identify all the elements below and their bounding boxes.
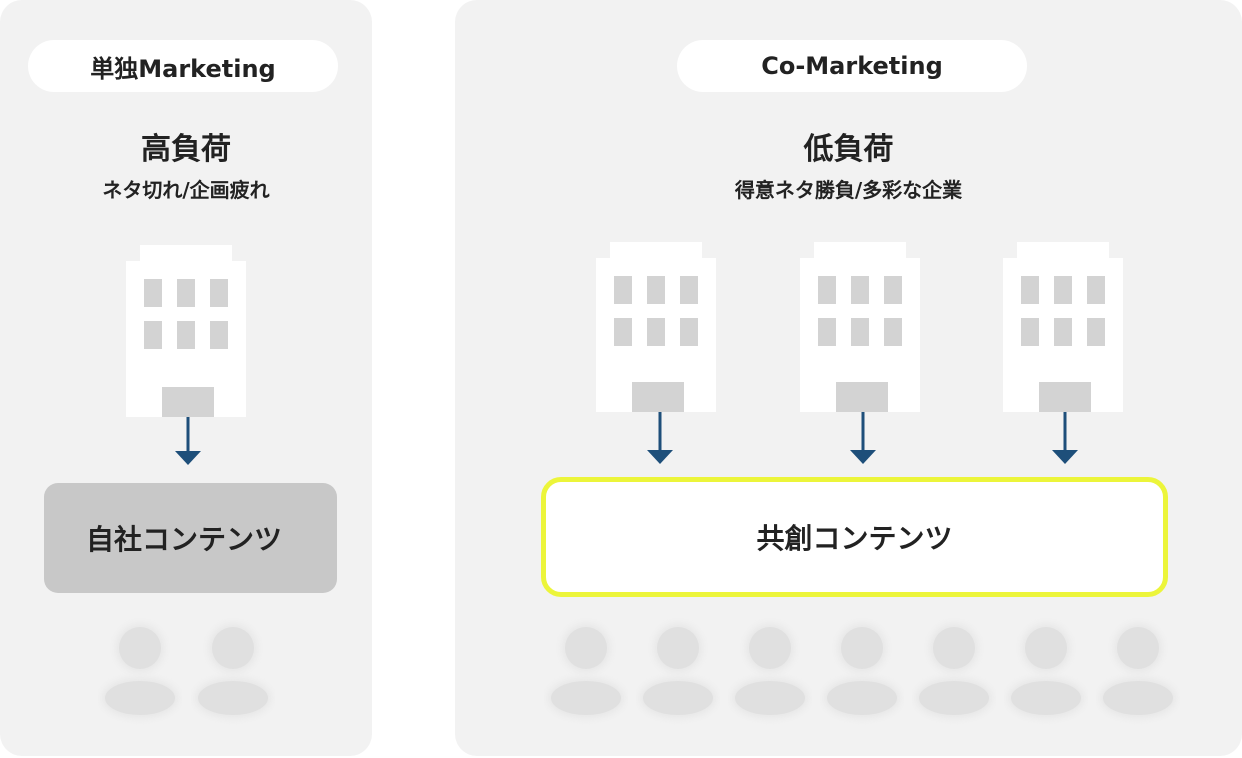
solo-load-title: 高負荷 [141,132,231,167]
person-icon [548,624,624,718]
solo-marketing-label: 単独Marketing [28,40,338,92]
building-icon [1003,242,1123,412]
arrow-down-icon [175,417,201,465]
solo-load-subtitle: ネタ切れ/企画疲れ [102,178,270,202]
arrow-down-icon [850,412,876,464]
building-icon [800,242,920,412]
solo-marketing-panel: 単独Marketing 高負荷 ネタ切れ/企画疲れ 自社コンテンツ [0,0,372,756]
person-icon [195,624,271,718]
person-icon [1100,624,1176,718]
building-icon [596,242,716,412]
person-icon [102,624,178,718]
person-icon [732,624,808,718]
co-load-subtitle: 得意ネタ勝負/多彩な企業 [734,178,963,202]
co-created-content-box: 共創コンテンツ [541,477,1168,597]
co-load-title: 低負荷 [803,132,894,167]
co-marketing-label: Co-Marketing [677,40,1027,92]
arrow-down-icon [1052,412,1078,464]
person-icon [1008,624,1084,718]
co-marketing-panel: Co-Marketing 低負荷 得意ネタ勝負/多彩な企業 共創コンテンツ [455,0,1242,756]
person-icon [824,624,900,718]
building-icon [126,245,246,417]
person-icon [916,624,992,718]
person-icon [640,624,716,718]
arrow-down-icon [647,412,673,464]
own-content-box: 自社コンテンツ [44,483,337,593]
